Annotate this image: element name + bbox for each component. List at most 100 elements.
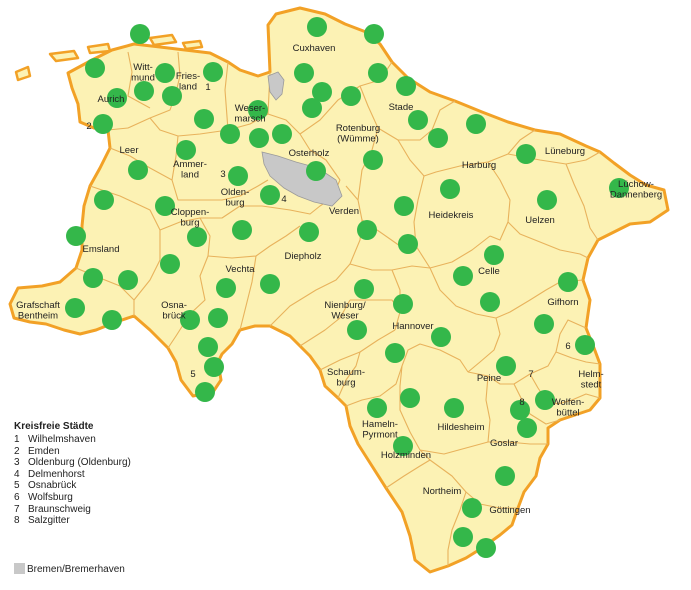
- location-marker: [198, 337, 218, 357]
- location-marker: [347, 320, 367, 340]
- label-stade: Stade: [389, 102, 414, 113]
- legend-item-number: 6: [14, 491, 20, 503]
- legend-item-name: Osnabrück: [28, 480, 77, 492]
- label-harburg: Harburg: [462, 160, 496, 171]
- location-marker: [306, 161, 326, 181]
- location-marker: [462, 498, 482, 518]
- label-aurich: Aurich: [98, 94, 125, 105]
- location-marker: [260, 185, 280, 205]
- legend-item-number: 8: [14, 515, 20, 527]
- location-marker: [299, 222, 319, 242]
- label-celle: Celle: [478, 266, 500, 277]
- district-boundaries: [75, 51, 601, 566]
- location-marker: [431, 327, 451, 347]
- location-marker: [575, 335, 595, 355]
- label-rotenburg: Rotenburg(Wümme): [336, 123, 380, 144]
- location-marker: [440, 179, 460, 199]
- label-friesland: Fries-land: [176, 71, 200, 92]
- location-marker: [260, 274, 280, 294]
- location-marker: [312, 82, 332, 102]
- label-luechow: Lüchow-Dannenberg: [610, 179, 662, 200]
- label-cloppenburg: Cloppen-burg: [171, 207, 210, 228]
- label-gifhorn: Gifhorn: [547, 297, 578, 308]
- legend-item-name: Wolfsburg: [28, 491, 73, 503]
- bremen-legend-label: Bremen/Bremerhaven: [27, 564, 125, 575]
- label-holzminden: Holzminden: [381, 450, 431, 461]
- location-marker: [118, 270, 138, 290]
- legend-item-number: 4: [14, 468, 20, 480]
- label-lueneburg: Lüneburg: [545, 146, 585, 157]
- location-marker: [609, 178, 629, 198]
- location-marker: [408, 110, 428, 130]
- label-peine: Peine: [477, 373, 501, 384]
- legend-item: 8 Salzgitter: [14, 515, 131, 527]
- location-marker: [398, 234, 418, 254]
- location-marker: [558, 272, 578, 292]
- location-marker: [495, 466, 515, 486]
- legend-item-number: 2: [14, 445, 20, 457]
- location-marker: [162, 86, 182, 106]
- location-marker: [176, 140, 196, 160]
- location-marker: [302, 98, 322, 118]
- city-number-8: 8: [519, 397, 524, 408]
- location-marker: [516, 144, 536, 164]
- legend-item-name: Braunschweig: [28, 503, 91, 515]
- location-marker: [155, 63, 175, 83]
- location-marker: [93, 114, 113, 134]
- location-marker: [396, 76, 416, 96]
- location-marker: [364, 24, 384, 44]
- city-number-3: 3: [220, 169, 225, 180]
- legend-item-number: 7: [14, 503, 20, 515]
- location-marker: [272, 124, 292, 144]
- legend-item: 6 Wolfsburg: [14, 492, 131, 504]
- location-marker: [466, 114, 486, 134]
- location-marker: [444, 398, 464, 418]
- location-marker: [216, 278, 236, 298]
- location-marker: [128, 160, 148, 180]
- label-verden: Verden: [329, 206, 359, 217]
- label-cuxhaven: Cuxhaven: [293, 43, 336, 54]
- label-goettingen: Göttingen: [489, 505, 530, 516]
- location-marker: [400, 388, 420, 408]
- location-marker: [496, 356, 516, 376]
- bremen-legend: Bremen/Bremerhaven: [14, 563, 125, 575]
- location-marker: [195, 382, 215, 402]
- location-marker: [160, 254, 180, 274]
- city-number-labels: 1 2 3 4 5 6 7 8: [86, 82, 570, 408]
- label-uelzen: Uelzen: [525, 215, 555, 226]
- location-marker: [385, 343, 405, 363]
- label-emsland: Emsland: [83, 244, 120, 255]
- legend-item: 7 Braunschweig: [14, 504, 131, 516]
- bremen-area: [261, 71, 343, 207]
- state-outline: [8, 6, 670, 574]
- location-marker: [220, 124, 240, 144]
- city-number-6: 6: [565, 341, 570, 352]
- label-northeim: Northeim: [423, 486, 462, 497]
- label-hannover: Hannover: [392, 321, 433, 332]
- legend-item-name: Salzgitter: [28, 515, 70, 527]
- city-number-7: 7: [528, 369, 533, 380]
- location-marker: [393, 294, 413, 314]
- district-labels: Witt-mund Fries-land Aurich Cuxhaven Wes…: [16, 43, 662, 516]
- location-marker: [155, 196, 175, 216]
- legend-title: Kreisfreie Städte: [14, 421, 94, 432]
- label-osnabrueck: Osna-brück: [161, 300, 187, 321]
- location-marker: [367, 398, 387, 418]
- location-marker: [453, 266, 473, 286]
- location-marker: [134, 81, 154, 101]
- location-marker: [194, 109, 214, 129]
- legend-item-name: Oldenburg (Oldenburg): [28, 457, 131, 469]
- location-marker: [537, 190, 557, 210]
- location-marker: [83, 268, 103, 288]
- location-marker: [307, 17, 327, 37]
- location-marker: [65, 298, 85, 318]
- label-hameln: Hameln-Pyrmont: [362, 419, 398, 440]
- location-marker: [204, 357, 224, 377]
- location-marker: [180, 310, 200, 330]
- location-marker: [428, 128, 448, 148]
